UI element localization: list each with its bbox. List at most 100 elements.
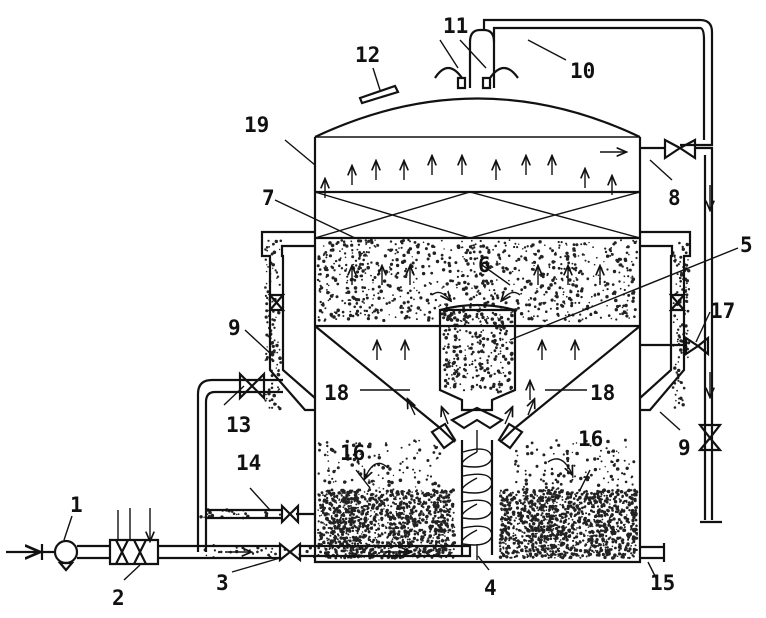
particle	[459, 383, 462, 386]
particle	[331, 521, 336, 525]
particle	[374, 513, 378, 516]
particle	[395, 276, 399, 279]
particle	[568, 283, 571, 286]
particle	[607, 523, 611, 527]
particle	[597, 514, 601, 518]
particle	[407, 493, 411, 496]
particle	[566, 546, 570, 550]
particle	[566, 506, 570, 510]
circulation-arrows	[365, 152, 625, 478]
particle	[605, 295, 609, 299]
particle	[555, 295, 559, 299]
right-recirculation-pipe	[639, 230, 692, 412]
particle	[366, 527, 370, 531]
particle	[341, 310, 345, 314]
particle	[488, 289, 491, 292]
particle	[596, 457, 600, 461]
particle	[322, 526, 326, 530]
particle	[524, 482, 529, 486]
particle	[471, 247, 474, 250]
particle	[471, 362, 474, 366]
particle	[455, 364, 458, 367]
particle	[557, 532, 560, 535]
particle	[400, 289, 403, 292]
particle	[613, 500, 618, 504]
particle	[523, 538, 526, 542]
particle	[373, 276, 377, 279]
particle	[359, 525, 362, 527]
particle	[526, 514, 530, 519]
particle	[569, 548, 573, 552]
particle	[357, 462, 360, 465]
manhole-hatch	[358, 84, 400, 105]
particle	[434, 516, 436, 518]
particle	[346, 497, 351, 502]
particle	[603, 280, 606, 284]
particle	[323, 551, 328, 555]
particle	[402, 253, 406, 258]
particle	[436, 520, 439, 522]
particle	[278, 407, 282, 411]
particle	[632, 527, 635, 530]
particle	[327, 454, 329, 457]
particle	[546, 547, 550, 551]
particle	[355, 503, 358, 506]
particle	[389, 494, 392, 497]
particle	[600, 504, 603, 508]
particle	[532, 522, 536, 526]
particle	[679, 280, 682, 283]
particle	[409, 508, 414, 513]
particle	[268, 399, 271, 402]
particle	[469, 305, 472, 309]
particle	[351, 529, 355, 533]
label-14: 14	[236, 451, 261, 475]
particle	[617, 521, 619, 523]
particle	[437, 516, 440, 520]
particle	[538, 502, 541, 505]
particle	[395, 523, 397, 525]
particle	[342, 520, 346, 523]
particle	[347, 533, 350, 536]
particle	[556, 501, 558, 504]
particle	[464, 259, 468, 263]
particle	[417, 533, 419, 536]
particle	[436, 456, 439, 460]
particle	[363, 496, 366, 499]
particle	[573, 536, 576, 540]
particle	[422, 530, 426, 535]
particle	[441, 521, 443, 524]
particle	[413, 471, 416, 474]
particle	[265, 511, 269, 516]
particle	[602, 504, 606, 508]
particle	[486, 361, 489, 364]
particle	[433, 306, 437, 310]
particle	[375, 541, 378, 544]
particle	[320, 491, 324, 494]
particle	[371, 278, 375, 282]
particle	[619, 313, 621, 315]
particle	[572, 539, 575, 543]
particle	[347, 507, 350, 510]
particle	[687, 341, 691, 345]
particle	[398, 512, 401, 515]
particle	[568, 555, 573, 560]
particle	[504, 244, 507, 247]
particle	[345, 263, 348, 267]
particle	[568, 530, 571, 533]
particle	[603, 261, 605, 263]
particle	[423, 313, 426, 316]
particle	[547, 556, 550, 559]
particle	[447, 328, 451, 332]
particle	[390, 505, 393, 508]
particle	[559, 256, 562, 259]
particle	[333, 499, 337, 503]
particle	[332, 511, 336, 515]
particle	[437, 551, 441, 555]
particle	[684, 251, 688, 255]
particle	[465, 251, 468, 255]
particle	[549, 543, 553, 547]
particle	[333, 492, 336, 495]
particle	[559, 539, 562, 541]
particle	[399, 286, 402, 289]
particle	[358, 255, 361, 258]
